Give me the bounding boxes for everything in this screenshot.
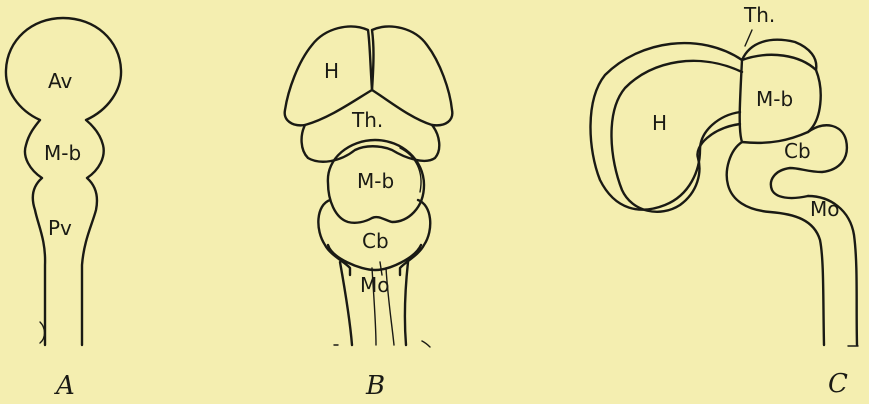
right-hemisphere [372,26,452,125]
label-h-b: H [324,59,339,83]
label-mb-a: M-b [44,141,81,165]
figure-b-letter: B [365,371,385,401]
label-h-c: H [652,111,667,135]
medulla-cord-c [727,142,857,345]
figure-c: Th. H M-b Cb Mo C [590,3,858,399]
label-mo-c: Mo [810,197,840,221]
label-cb-b: Cb [362,229,389,253]
label-av: Av [48,69,73,93]
figure-a-letter: A [54,371,75,401]
figure-b: H Th. M-b Cb Mo B [285,26,453,401]
label-mb-c: M-b [756,87,793,111]
th-pointer-line [745,30,752,46]
figure-a-outline [6,18,121,345]
hemisphere-inner [611,61,742,212]
label-cb-c: Cb [784,139,811,163]
label-mb-b: M-b [357,169,394,193]
stem-base-marks [334,341,430,347]
figure-a: Av M-b Pv A [6,18,121,401]
label-mo-b: Mo [360,273,390,297]
figure-c-letter: C [828,369,848,399]
label-th-b: Th. [351,108,383,132]
label-th-c: Th. [743,3,775,27]
label-pv: Pv [48,216,72,240]
